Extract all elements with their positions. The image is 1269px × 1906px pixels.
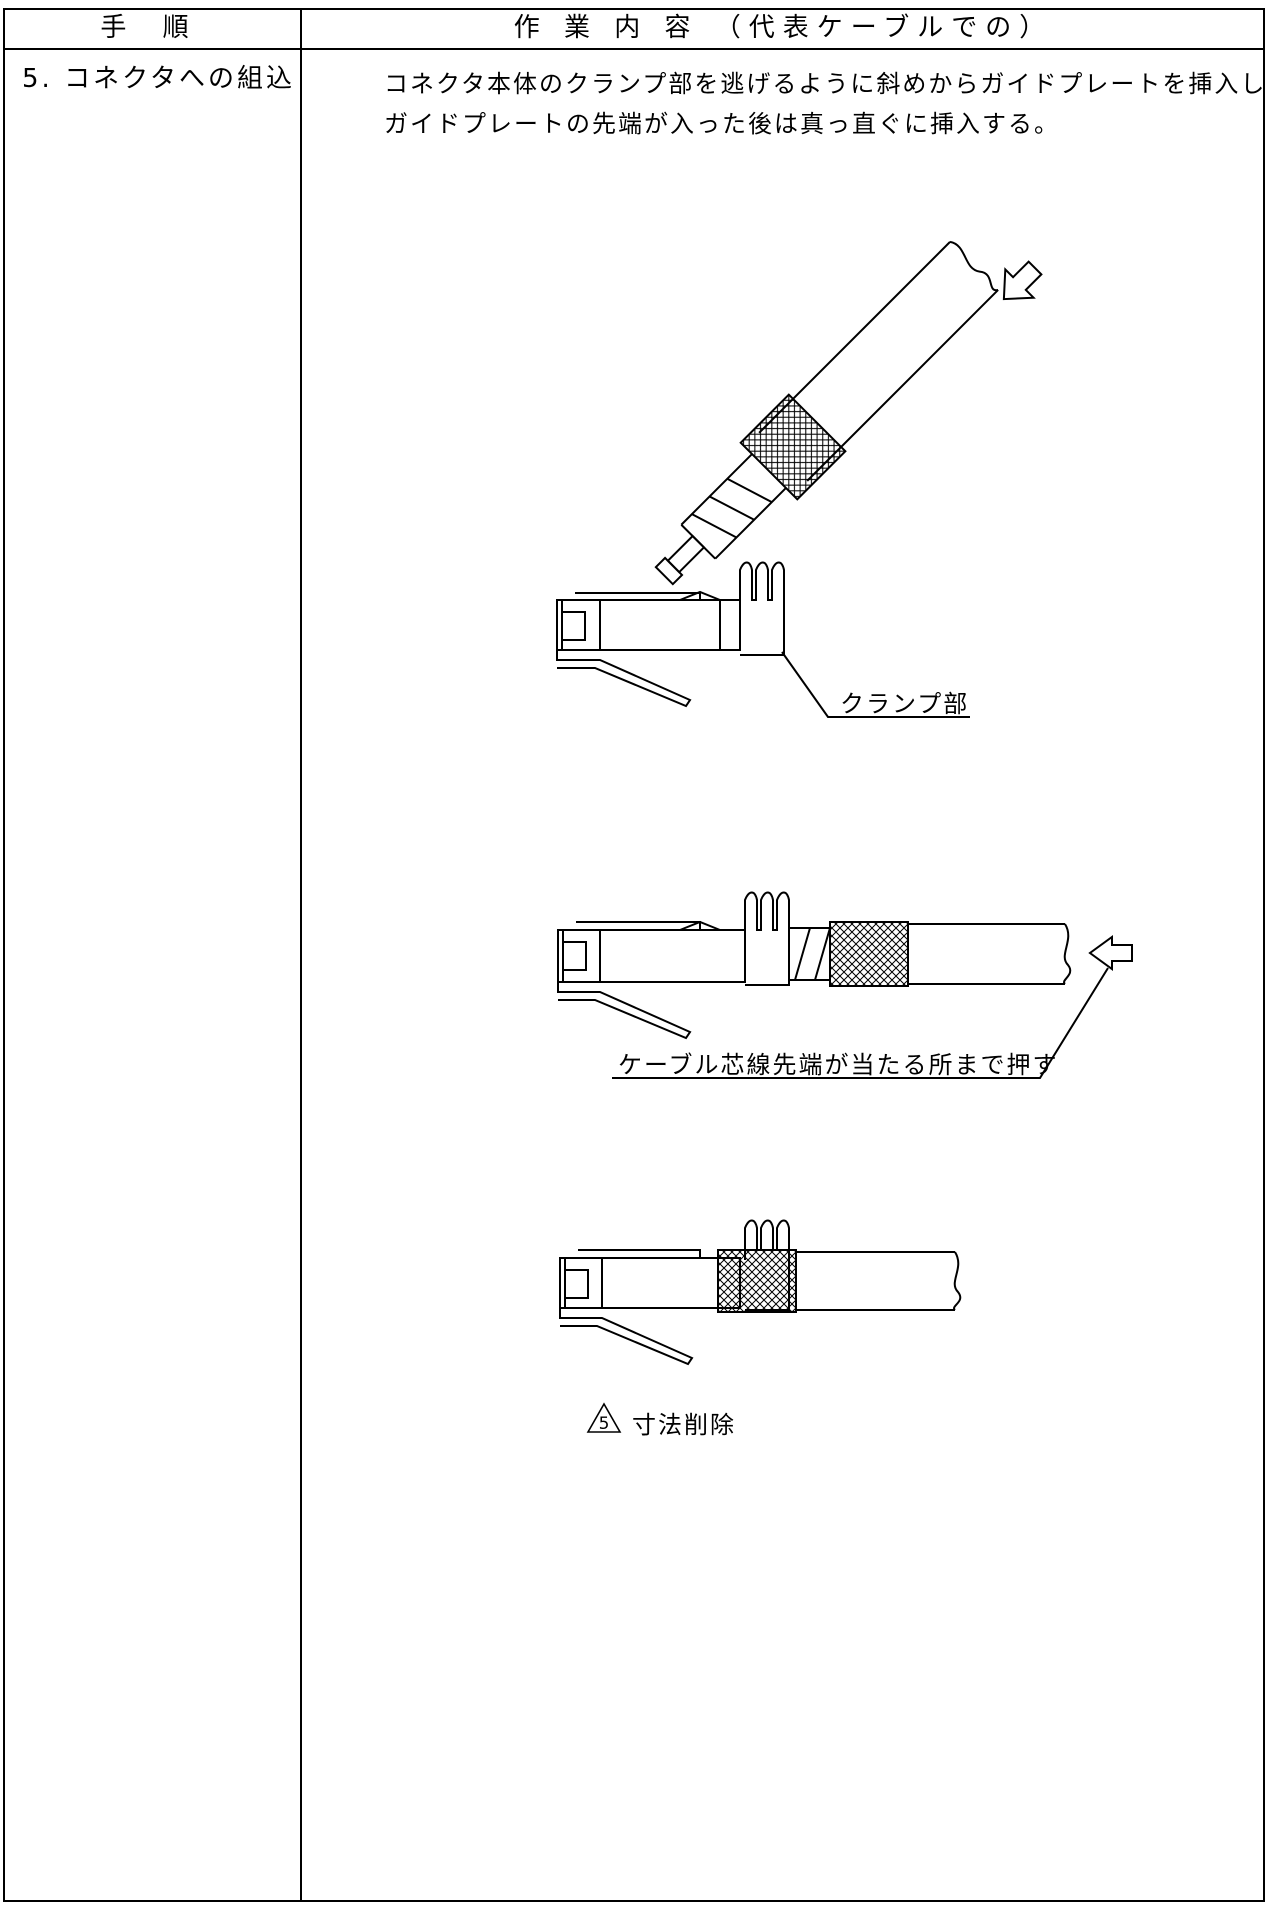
header-step: 手 順 — [100, 13, 203, 43]
cable-fig3 — [796, 1251, 962, 1311]
revision-mark-icon: 5 — [586, 1402, 622, 1434]
header-content: 作 業 内 容 （代表ケーブルでの） — [513, 13, 1054, 43]
header-divider — [3, 48, 1265, 50]
cable-diagonal — [654, 240, 999, 586]
figure-angled-insertion — [556, 240, 1043, 718]
revision-mark-number: 5 — [599, 1414, 610, 1434]
figure-assembled — [559, 1219, 962, 1366]
push-leader-line — [612, 967, 1109, 1079]
insert-arrow-left-icon — [1088, 935, 1133, 971]
column-divider — [300, 8, 302, 1902]
connector-body-fig1 — [556, 561, 785, 708]
insert-arrow-diagonal-icon — [1002, 260, 1043, 301]
push-label: ケーブル芯線先端が当たる所まで押す — [618, 1051, 1059, 1079]
clamp-label: クランプ部 — [840, 690, 970, 718]
clamp-leader-line — [781, 651, 970, 718]
instruction-line-2: ガイドプレートの先端が入った後は真っ直ぐに挿入する。 — [384, 110, 1060, 138]
connector-body-fig3 — [559, 1219, 797, 1366]
instruction-line-1: コネクタ本体のクランプ部を逃げるように斜めからガイドプレートを挿入し — [384, 70, 1267, 98]
figure-straight-insertion — [557, 891, 1133, 1079]
revision-text: 寸法削除 — [632, 1411, 736, 1439]
cable-fig2 — [789, 921, 1072, 987]
connector-body-fig2 — [557, 891, 790, 1040]
table-frame — [3, 8, 1265, 1902]
step-title: 5. コネクタへの組込 — [22, 64, 296, 94]
